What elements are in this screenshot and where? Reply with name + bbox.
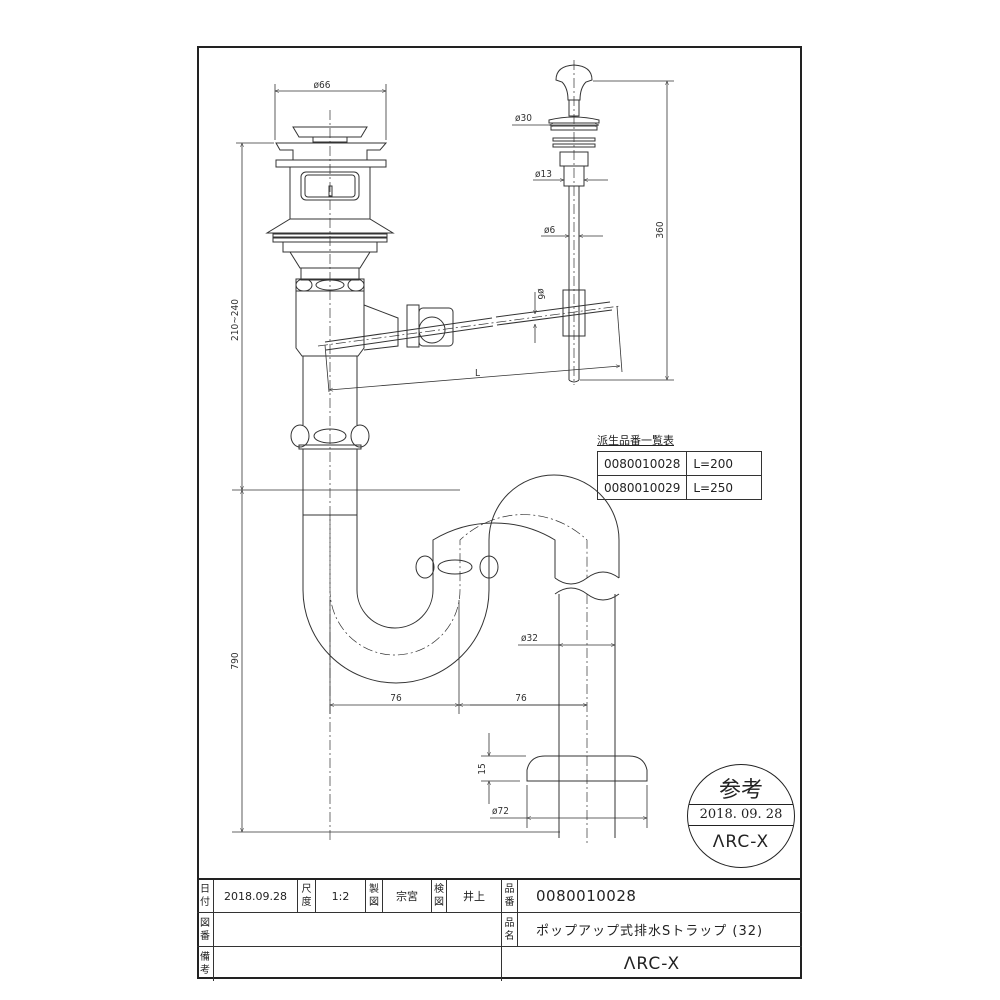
- drawing-number-value: [214, 913, 502, 947]
- remarks-value: [214, 947, 502, 981]
- label-char: 度: [301, 897, 312, 908]
- remarks-label: 備考: [197, 947, 214, 981]
- stamp-brand-logo: ΛRC-X: [712, 832, 770, 852]
- length-cell: L=200: [686, 451, 763, 476]
- product-name-label: 品名: [502, 913, 518, 947]
- stamp-date: 2018. 09. 28: [689, 804, 793, 826]
- derivative-parts-table: 派生品番一覧表 0080010028 L=200 0080010029 L=25…: [596, 432, 763, 500]
- dim-link-length: L: [475, 368, 480, 379]
- drawn-by-value: 宗宮: [383, 880, 432, 913]
- link-rod: [317, 301, 621, 351]
- label-char: 品: [504, 917, 515, 929]
- stamp-title: 参考: [718, 778, 763, 803]
- scale-label: 尺度: [298, 880, 316, 913]
- dim-escutcheon-height: 15: [477, 763, 488, 774]
- product-name-value: ポップアップ式排水Sトラップ (32): [518, 913, 802, 947]
- dim-knob-flange: ø30: [515, 113, 532, 124]
- part-number-cell: 0080010028: [596, 451, 688, 476]
- dim-upper-height: 210~240: [230, 299, 241, 341]
- label-char: 図: [434, 897, 444, 908]
- label-char: 考: [200, 965, 210, 976]
- checked-by-value: 井上: [447, 880, 502, 913]
- label-char: 尺: [301, 884, 312, 895]
- scale-value: 1:2: [316, 880, 366, 913]
- title-block: 日付 2018.09.28 尺度 1:2 製図 宗宮 検図 井上 品番 0080…: [197, 878, 802, 981]
- dim-link-rod: ø6: [535, 288, 546, 300]
- label-char: 検: [434, 884, 444, 895]
- dim-pipe-diameter: ø32: [521, 633, 538, 644]
- dim-rod-diameter: ø6: [544, 225, 556, 236]
- table-row: 0080010028 L=200: [596, 451, 763, 476]
- label-char: 図: [369, 897, 379, 908]
- dimension-lines: [232, 80, 674, 833]
- label-char: 番: [200, 930, 210, 942]
- derivative-table-title: 派生品番一覧表: [597, 434, 674, 447]
- popup-waste-head: [265, 110, 454, 840]
- label-char: 名: [504, 930, 515, 942]
- date-value: 2018.09.28: [214, 880, 298, 913]
- label-char: 図: [200, 917, 210, 929]
- dim-trap-offset-right: 76: [515, 693, 527, 704]
- lift-rod-assembly: [548, 60, 600, 385]
- dimension-labels: ø66 210~240 790 ø30 ø13 ø6 360 ø6 L 76 7…: [230, 80, 666, 817]
- label-char: 付: [200, 897, 210, 908]
- part-number-label: 品番: [502, 880, 518, 913]
- part-number-cell: 0080010029: [596, 475, 688, 500]
- date-label: 日付: [197, 880, 214, 913]
- dim-flange-diameter: ø66: [314, 80, 331, 91]
- dim-rod-guide: ø13: [535, 169, 552, 180]
- part-number-value: 0080010028: [518, 880, 802, 913]
- drawn-by-label: 製図: [366, 880, 383, 913]
- reference-stamp: 参考 2018. 09. 28 ΛRC-X: [687, 764, 795, 868]
- dim-lift-rod-length: 360: [655, 221, 666, 238]
- dim-escutcheon-diameter: ø72: [492, 806, 509, 817]
- trap-assembly: [290, 424, 648, 845]
- brand-logo: ΛRC-X: [623, 954, 681, 974]
- drawing-frame: [197, 46, 802, 979]
- label-char: 日: [200, 884, 210, 895]
- label-char: 品: [504, 884, 515, 895]
- label-char: 番: [504, 897, 515, 908]
- dim-trap-offset-left: 76: [390, 693, 402, 704]
- stamp-ring: [687, 764, 795, 868]
- label-char: 備: [200, 952, 210, 963]
- length-cell: L=250: [686, 475, 763, 500]
- drawing-number-label: 図番: [197, 913, 214, 947]
- label-char: 製: [369, 884, 379, 895]
- checked-by-label: 検図: [432, 880, 447, 913]
- table-row: 0080010029 L=250: [596, 475, 763, 500]
- dim-lower-height: 790: [230, 652, 241, 669]
